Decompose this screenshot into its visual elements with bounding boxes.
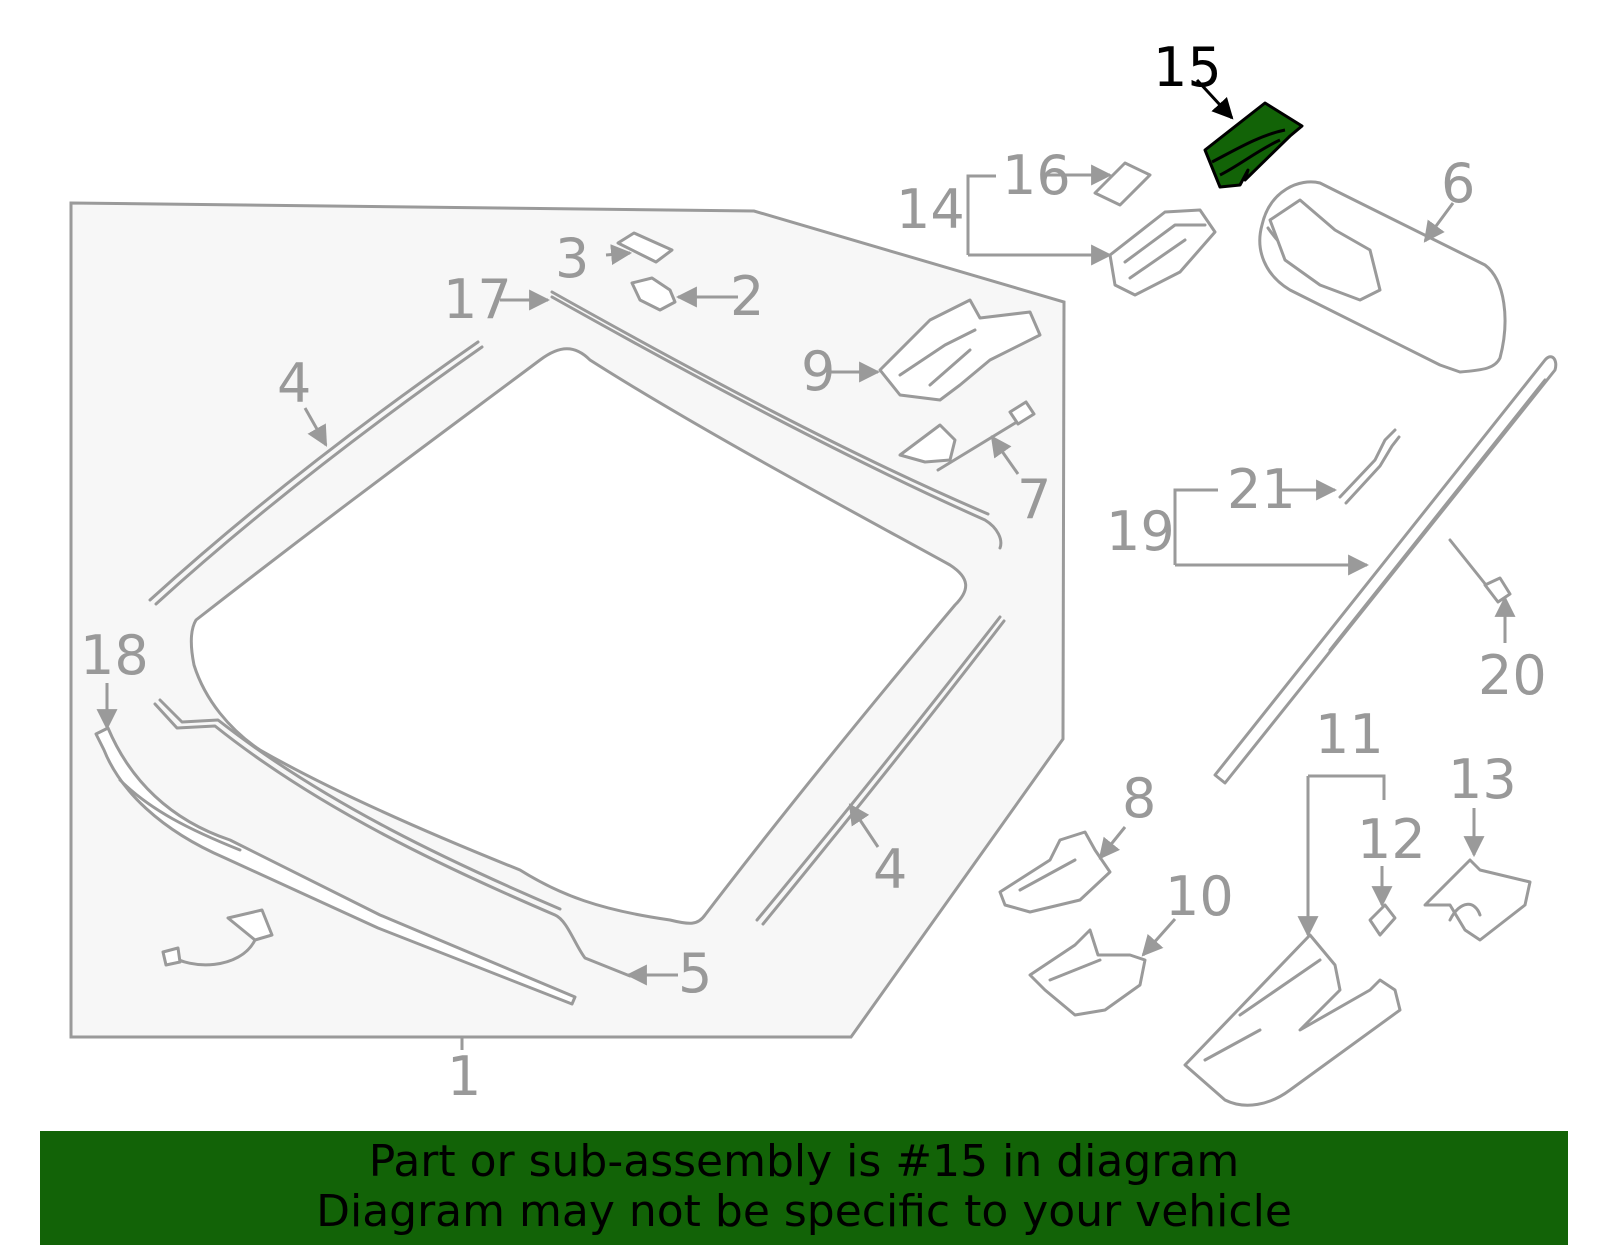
callout-15: 15 bbox=[1153, 36, 1222, 99]
part-21-strip[interactable] bbox=[1338, 428, 1397, 499]
part-2-clip[interactable] bbox=[630, 276, 677, 312]
callout-16: 16 bbox=[1002, 144, 1071, 207]
callout-3: 3 bbox=[555, 227, 589, 290]
lower-moulding[interactable] bbox=[153, 702, 632, 978]
callout-18: 18 bbox=[80, 624, 149, 687]
part-15-cover[interactable] bbox=[1203, 101, 1304, 189]
side-moulding-right[interactable] bbox=[755, 615, 1002, 922]
banner-line-2: Diagram may not be specific to your vehi… bbox=[316, 1186, 1292, 1237]
callout-5: 5 bbox=[678, 942, 712, 1005]
part-3-label[interactable] bbox=[616, 231, 674, 264]
callout-4-right: 4 bbox=[873, 838, 907, 901]
callout-8: 8 bbox=[1122, 767, 1156, 830]
part-10-bracket[interactable] bbox=[1028, 928, 1147, 1017]
callout-21: 21 bbox=[1227, 458, 1296, 521]
callout-9: 9 bbox=[801, 340, 835, 403]
windshield-glass[interactable] bbox=[189, 347, 968, 925]
callout-7: 7 bbox=[1017, 468, 1051, 531]
banner-line-1: Part or sub-assembly is #15 in diagram bbox=[368, 1136, 1240, 1187]
upper-moulding[interactable] bbox=[550, 295, 1003, 550]
callout-1: 1 bbox=[447, 1045, 481, 1108]
parts-diagram: 3 2 17 4 4 5 1 18 9 7 16 14 15 6 21 19 2… bbox=[69, 36, 1558, 1108]
callout-12: 12 bbox=[1357, 808, 1426, 871]
callout-20: 20 bbox=[1478, 644, 1547, 707]
callout-13: 13 bbox=[1448, 748, 1517, 811]
part-14-assembly[interactable] bbox=[1108, 208, 1217, 297]
side-moulding-left[interactable] bbox=[148, 340, 480, 602]
callout-19: 19 bbox=[1106, 500, 1175, 563]
callout-4-left: 4 bbox=[277, 352, 311, 415]
leader-lines bbox=[96, 78, 1516, 1050]
callout-10: 10 bbox=[1165, 865, 1234, 928]
callout-14: 14 bbox=[896, 178, 965, 241]
part-7-sensor[interactable] bbox=[898, 423, 957, 464]
callout-2: 2 bbox=[730, 265, 764, 328]
part-12-clip[interactable] bbox=[1368, 903, 1397, 937]
callout-11: 11 bbox=[1315, 703, 1384, 766]
part-11-housing[interactable] bbox=[1183, 933, 1402, 1107]
info-banner: Part or sub-assembly is #15 in diagram D… bbox=[40, 1131, 1568, 1245]
part-20-rivet[interactable] bbox=[1448, 538, 1492, 592]
part-16-pad[interactable] bbox=[1093, 161, 1152, 207]
part-19-trim[interactable] bbox=[1213, 355, 1558, 785]
part-9-bracket[interactable] bbox=[878, 298, 1042, 402]
callout-6: 6 bbox=[1441, 152, 1475, 215]
callout-17: 17 bbox=[443, 268, 512, 331]
part-13-bracket[interactable] bbox=[1423, 858, 1532, 942]
